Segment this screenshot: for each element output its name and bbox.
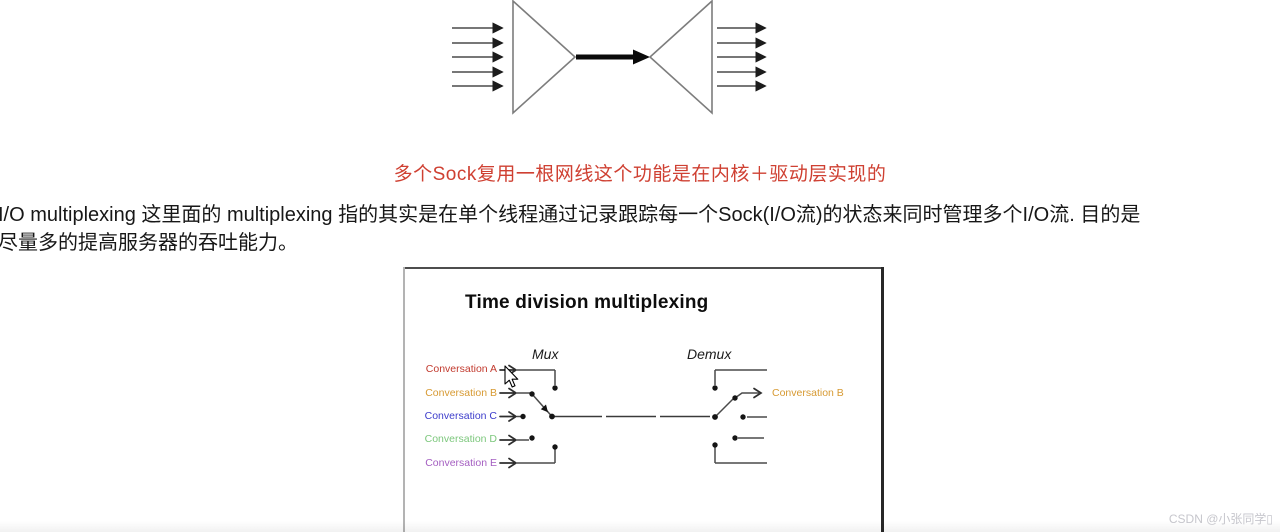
paragraph-line-2: 尽量多的提高服务器的吞吐能力。 [0, 231, 298, 254]
output-arrow-icon [753, 387, 763, 399]
shared-channel-arrow [576, 49, 650, 65]
mux-arm-arrowhead-icon [540, 404, 548, 413]
left-funnel-triangle [512, 0, 577, 115]
right-funnel-triangle [648, 0, 713, 115]
sock-multiplexing-heading: 多个Sock复用一根网线这个功能是在内核＋驱动层实现的 [393, 164, 887, 185]
contact-dots [520, 385, 746, 450]
input-label-conversation-e: Conversation E [425, 457, 497, 469]
csdn-watermark: CSDN @小张同学▯ [1168, 512, 1273, 526]
demux-wiring [714, 369, 767, 464]
tdm-circuit [499, 364, 767, 469]
input-label-conversation-b: Conversation B [425, 387, 497, 399]
mux-label: Mux [532, 346, 559, 362]
mux-wiring [517, 369, 556, 464]
tdm-figure: Time division multiplexing Mux Demux Con… [403, 267, 884, 532]
io-multiplexing-paragraph: I/O multiplexing 这里面的 multiplexing 指的其实是… [0, 202, 1280, 257]
bottom-fade [0, 521, 1280, 532]
tdm-border-right [881, 267, 884, 532]
right-output-arrows [717, 22, 767, 92]
output-label-conversation-b: Conversation B [772, 387, 844, 399]
tdm-border-top [403, 267, 884, 269]
mouse-cursor-icon [504, 365, 519, 388]
fan-in-fan-out-diagram [452, 0, 767, 115]
input-label-conversation-a: Conversation A [425, 363, 497, 375]
demux-label: Demux [687, 346, 732, 362]
input-label-conversation-c: Conversation C [424, 410, 497, 422]
tdm-title: Time division multiplexing [465, 292, 709, 313]
paragraph-line-1: I/O multiplexing 这里面的 multiplexing 指的其实是… [0, 204, 1141, 226]
left-input-arrows [452, 22, 504, 92]
input-label-conversation-d: Conversation D [424, 433, 497, 445]
tdm-border-left [403, 267, 405, 532]
